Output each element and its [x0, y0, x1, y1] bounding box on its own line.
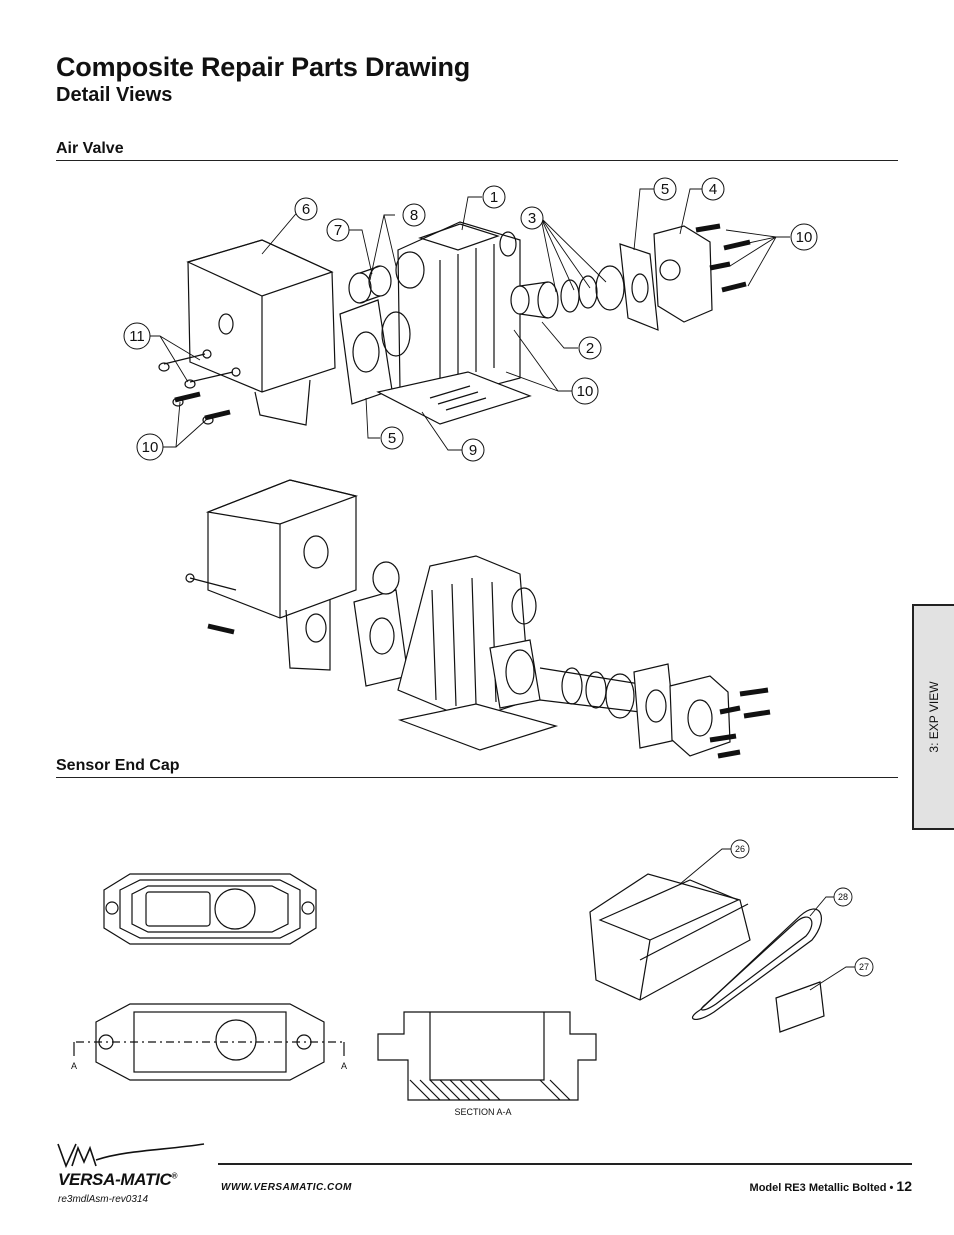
sensor-plate: [775, 981, 825, 1033]
callout-1: 1: [490, 189, 498, 206]
sensor-end-cap-rule: [56, 777, 898, 778]
air-valve-heading: Air Valve: [56, 140, 124, 157]
callout-4: 4: [709, 181, 717, 198]
versa-matic-logo-mark: [57, 1143, 205, 1169]
document-reference: re3mdlAsm-rev0314: [58, 1194, 149, 1205]
callout-7: 7: [334, 222, 342, 239]
sensor-leader-lines: [679, 848, 856, 991]
air-valve-rule: [56, 160, 898, 161]
footer-rule: [218, 1163, 912, 1165]
callout-10-left: 10: [142, 439, 159, 456]
model-name: Model RE3 Metallic Bolted: [749, 1182, 887, 1194]
callout-2: 2: [586, 340, 594, 357]
callout-27: 27: [859, 962, 869, 972]
callout-3: 3: [528, 210, 536, 227]
brand-wordmark: VERSA-MATIC®: [58, 1170, 177, 1190]
callout-28: 28: [838, 892, 848, 902]
sensor-side-view: [73, 1003, 346, 1081]
callout-10-top: 10: [796, 229, 813, 246]
spool-right: [510, 265, 625, 319]
air-valve-end-cap: [186, 239, 336, 426]
page-number: 12: [896, 1178, 912, 1194]
website-link[interactable]: WWW.VERSAMATIC.COM: [221, 1182, 352, 1193]
air-valve-body: [381, 221, 521, 403]
page-subtitle: Detail Views: [56, 84, 173, 106]
base-plate: [376, 371, 532, 425]
sensor-end-cap-heading: Sensor End Cap: [56, 757, 180, 774]
screws-right: [695, 223, 751, 293]
section-side-tab[interactable]: 3: EXP VIEW: [912, 604, 954, 830]
registered-mark: ®: [171, 1171, 178, 1181]
section-a-a-label: SECTION A-A: [454, 1107, 511, 1117]
leader-lines: [148, 188, 790, 451]
callout-10-mid: 10: [577, 383, 594, 400]
gasket-left: [339, 299, 393, 405]
callout-6: 6: [302, 201, 310, 218]
sensor-end-cap-iso: [589, 873, 751, 1001]
assembled-view: [185, 479, 771, 759]
spool-left: [348, 265, 392, 304]
model-page-line: Model RE3 Metallic Bolted • 12: [749, 1178, 912, 1194]
callout-11: 11: [129, 328, 145, 345]
sensor-callout-circles: [730, 839, 874, 977]
section-marker-a-left: A: [71, 1061, 77, 1071]
screws-11: [158, 353, 234, 425]
gasket-right: [619, 243, 659, 331]
sensor-section-view: [377, 1011, 597, 1101]
callout-26: 26: [735, 844, 745, 854]
end-cap-right: [653, 225, 713, 323]
page-title: Composite Repair Parts Drawing: [56, 52, 471, 82]
sensor-gasket: [692, 908, 822, 1020]
callout-9: 9: [469, 442, 477, 459]
brand-name: VERSA-MATIC: [58, 1170, 172, 1189]
side-tab-label: 3: EXP VIEW: [927, 681, 941, 753]
callout-5-left: 5: [388, 430, 396, 447]
callout-8: 8: [410, 207, 418, 224]
callout-circles: [123, 177, 818, 462]
section-marker-a-right: A: [341, 1061, 347, 1071]
sensor-top-view: [103, 873, 317, 945]
callout-5-right: 5: [661, 181, 669, 198]
